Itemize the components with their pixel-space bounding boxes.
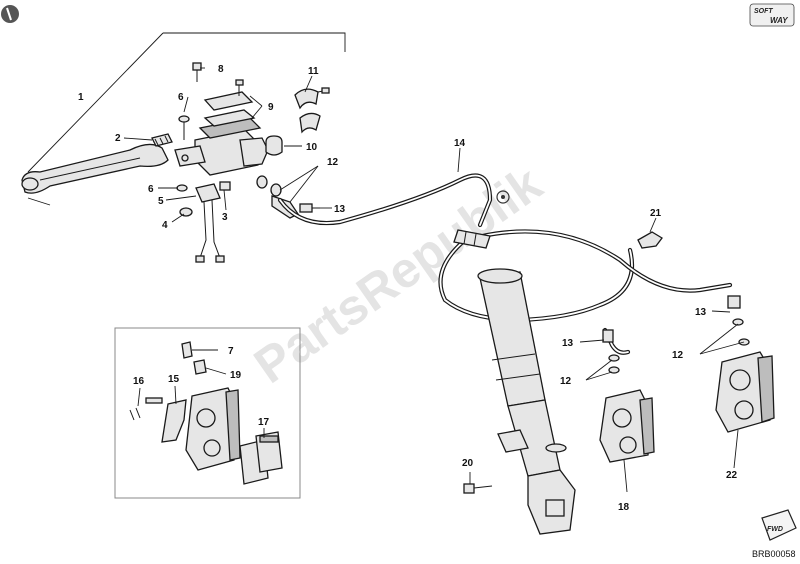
callout-8: 8 xyxy=(218,64,224,75)
bolt-part-20 xyxy=(463,483,493,494)
callout-11: 11 xyxy=(308,66,319,77)
bolt-part-6 xyxy=(178,115,190,140)
callout-10: 10 xyxy=(306,142,318,153)
brake-lever xyxy=(21,143,169,194)
callout-22: 22 xyxy=(726,470,738,481)
caliper-part-18 xyxy=(599,389,655,463)
callout-19: 19 xyxy=(230,370,242,381)
callout-labels: 1 2 3 4 5 6 6 7 8 9 10 11 12 12 12 13 13… xyxy=(78,64,738,513)
callout-5: 5 xyxy=(158,196,164,207)
forward-direction-icon: FWD xyxy=(761,509,797,541)
leader-lines xyxy=(123,67,745,493)
callout-20: 20 xyxy=(462,458,474,469)
master-cylinder xyxy=(174,91,269,176)
reference-code: BRB00058 xyxy=(752,549,796,559)
bleeder-part-7 xyxy=(181,341,193,359)
callout-13b: 13 xyxy=(695,307,707,318)
pin-part-16 xyxy=(129,397,163,421)
callout-7: 7 xyxy=(228,346,234,357)
callout-6a: 6 xyxy=(178,92,184,103)
clamp-part-11 xyxy=(294,87,330,134)
gear-icon xyxy=(496,190,510,204)
group-1-bracket xyxy=(27,32,346,206)
clip-part-21 xyxy=(637,231,663,249)
logo-line1: SOFT xyxy=(754,8,773,15)
callout-12c: 12 xyxy=(560,376,572,387)
callout-6b: 6 xyxy=(148,184,154,195)
fork-leg xyxy=(477,268,576,535)
washer-part-6b xyxy=(176,184,188,192)
cap-part-10 xyxy=(265,135,283,156)
callout-3: 3 xyxy=(222,212,228,223)
round-corner-icon xyxy=(1,5,19,23)
brake-pads-part-17 xyxy=(239,431,283,485)
caliper-part-22 xyxy=(715,351,775,433)
callout-12b: 12 xyxy=(672,350,684,361)
softway-logo: SOFT WAY xyxy=(749,3,795,27)
screw-part-8 xyxy=(192,62,202,82)
inset-caliper xyxy=(185,387,241,471)
callout-18: 18 xyxy=(618,502,630,513)
callout-14: 14 xyxy=(454,138,466,149)
callout-13a: 13 xyxy=(334,204,346,215)
logo-line2: WAY xyxy=(770,16,788,25)
bleeder-part-19 xyxy=(193,359,207,375)
brake-switch-part xyxy=(179,181,231,263)
callout-21: 21 xyxy=(650,208,662,219)
screw-part-9 xyxy=(235,79,244,96)
callout-17: 17 xyxy=(258,417,270,428)
inset-box xyxy=(114,327,301,499)
callout-16: 16 xyxy=(133,376,145,387)
spring-part xyxy=(151,133,173,147)
callout-9: 9 xyxy=(268,102,274,113)
callout-4: 4 xyxy=(162,220,168,231)
callout-12a: 12 xyxy=(327,157,339,168)
spring-part-15 xyxy=(161,399,187,443)
callout-2: 2 xyxy=(115,133,121,144)
callout-13c: 13 xyxy=(562,338,574,349)
fwd-label: FWD xyxy=(767,526,783,533)
callout-15: 15 xyxy=(168,374,180,385)
fitting-right-caliper xyxy=(727,295,750,346)
fitting-left-caliper xyxy=(602,329,620,374)
callout-1: 1 xyxy=(78,92,84,103)
